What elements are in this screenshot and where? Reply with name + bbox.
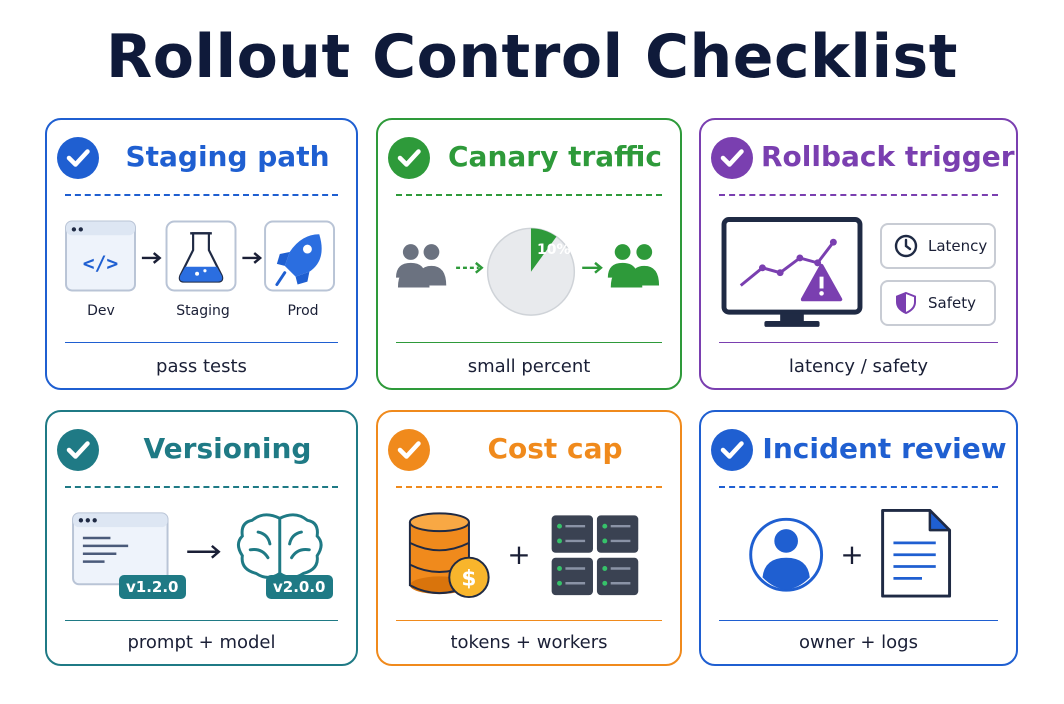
svg-text:</>: </> [83, 252, 119, 275]
server-grid-icon [551, 515, 639, 596]
plus-sign: + [840, 538, 864, 571]
dashed-divider [65, 194, 338, 196]
cost-cap-illustration: $ [408, 512, 639, 599]
model-version-badge: v2.0.0 [266, 575, 333, 599]
users-icon [607, 244, 660, 288]
check-icon [57, 137, 99, 179]
card-caption: pass tests [156, 356, 247, 377]
incident-review-illustration [749, 508, 952, 598]
solid-divider [65, 620, 338, 621]
signal-pill-latency: Latency [880, 223, 996, 269]
dashed-arrow-icon [456, 261, 484, 274]
dashed-divider [719, 194, 998, 196]
card-caption: prompt + model [127, 632, 276, 653]
card-title: Versioning [143, 432, 312, 465]
signal-label: Latency [928, 237, 988, 255]
document-icon [881, 508, 952, 598]
card-staging-path: Staging path </> [45, 118, 358, 390]
monitor-chart-icon [721, 217, 863, 327]
signal-pill-safety: Safety [880, 280, 996, 326]
step-label-staging: Staging [176, 303, 230, 319]
canary-slice [530, 228, 557, 272]
arrow-icon [187, 544, 221, 559]
versioning-illustration [72, 512, 323, 586]
prompt-version-badge: v1.2.0 [119, 575, 186, 599]
dashed-divider [396, 486, 662, 488]
card-caption: tokens + workers [450, 632, 608, 653]
shield-icon [896, 291, 916, 315]
card-canary-traffic: Canary traffic [376, 118, 682, 390]
solid-divider [65, 342, 338, 343]
code-window-icon: </> [65, 220, 136, 292]
canary-traffic-illustration [395, 227, 660, 316]
user-avatar-icon [749, 517, 824, 592]
arrow-icon [582, 261, 603, 274]
rocket-icon [264, 220, 336, 292]
solid-divider [719, 620, 998, 621]
dashed-divider [719, 486, 998, 488]
card-title: Staging path [125, 140, 330, 173]
check-icon [388, 429, 430, 471]
users-icon [395, 244, 447, 288]
card-incident-review: Incident review + owner + logs [699, 410, 1018, 666]
canary-percent-label: 10% [537, 242, 571, 258]
prompt-window-icon [72, 512, 169, 586]
solid-divider [396, 342, 662, 343]
rollback-monitor-illustration [721, 217, 863, 327]
card-title: Canary traffic [448, 140, 662, 173]
check-icon [711, 137, 753, 179]
svg-text:$: $ [461, 566, 476, 591]
step-label-prod: Prod [287, 303, 319, 319]
card-title: Cost cap [487, 432, 623, 465]
dashed-divider [65, 486, 338, 488]
brain-icon [236, 513, 323, 579]
card-caption: owner + logs [799, 632, 918, 653]
card-caption: small percent [467, 356, 591, 377]
warning-icon [800, 263, 843, 302]
check-icon [711, 429, 753, 471]
staging-pipeline-illustration: </> [65, 220, 336, 292]
arrow-icon [141, 252, 162, 264]
dollar-icon: $ [448, 556, 490, 599]
clock-icon [894, 234, 918, 258]
solid-divider [396, 620, 662, 621]
check-icon [388, 137, 430, 179]
arrow-icon [242, 252, 263, 264]
solid-divider [719, 342, 998, 343]
card-title: Incident review [762, 432, 1007, 465]
check-icon [57, 429, 99, 471]
traffic-pie-chart [486, 227, 576, 316]
page-title: Rollout Control Checklist [106, 22, 958, 92]
dashed-divider [396, 194, 662, 196]
card-title: Rollback trigger [761, 140, 1015, 173]
signal-label: Safety [928, 294, 976, 312]
plus-sign: + [507, 538, 531, 571]
card-caption: latency / safety [788, 356, 929, 377]
card-cost-cap: Cost cap $ [376, 410, 682, 666]
card-rollback-trigger: Rollback trigger Latency Safety [699, 118, 1018, 390]
card-versioning: Versioning v1.2.0 v2.0.0 prompt + m [45, 410, 358, 666]
flask-icon [165, 220, 237, 292]
step-label-dev: Dev [87, 303, 115, 319]
